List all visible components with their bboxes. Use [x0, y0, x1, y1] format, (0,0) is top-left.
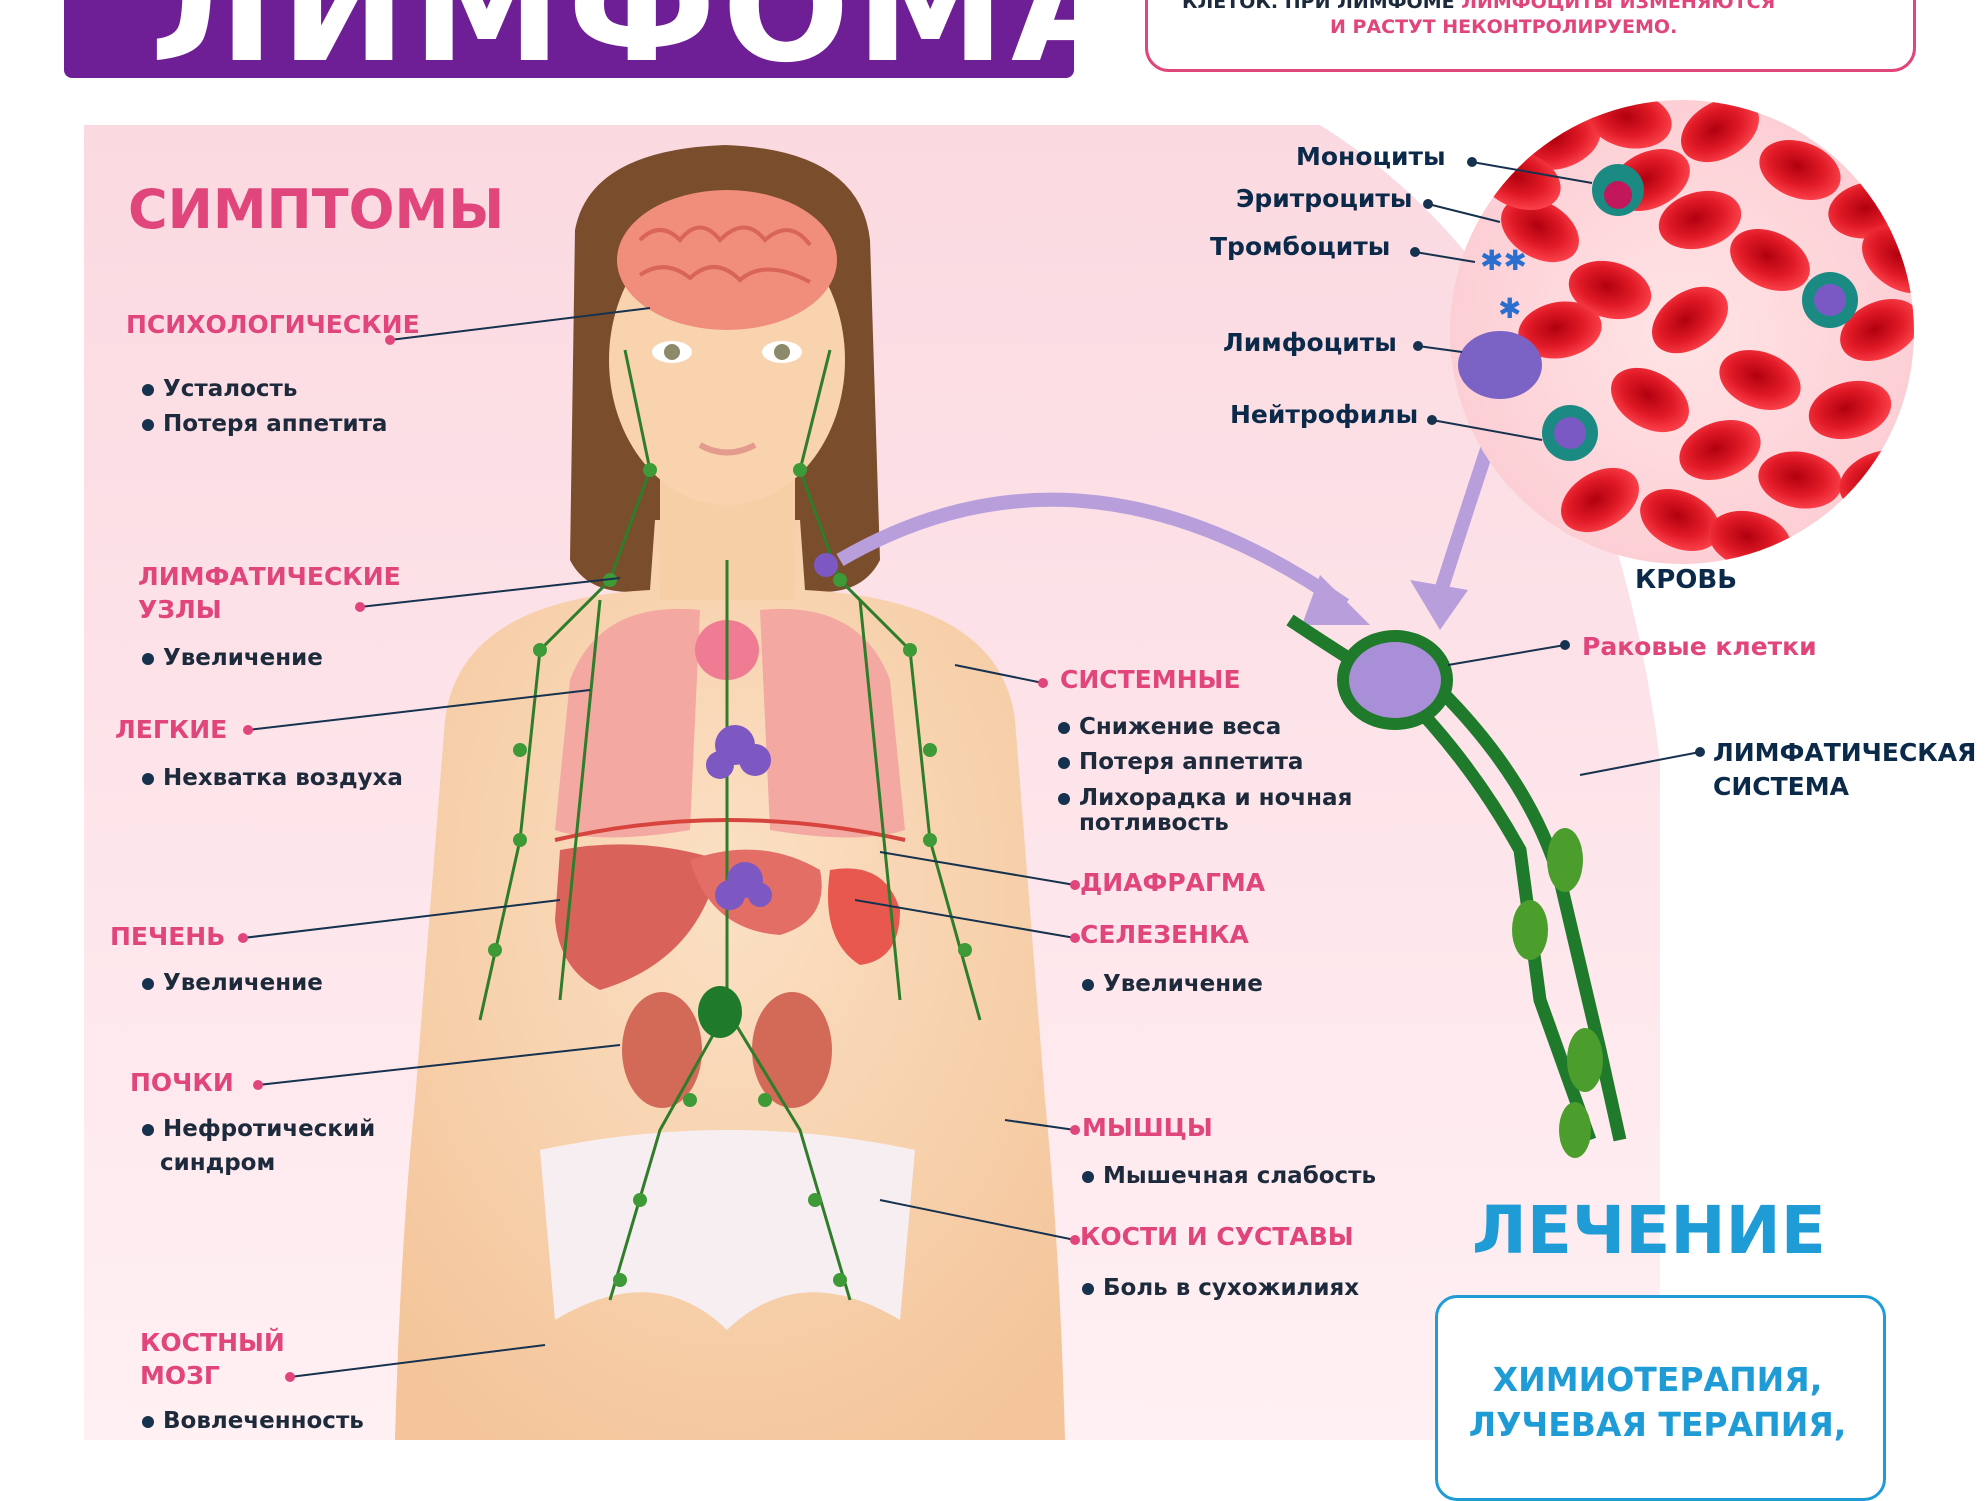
treatment-heading: ЛЕЧЕНИЕ — [1472, 1192, 1826, 1269]
female-body-illustration — [395, 145, 1065, 1440]
red-blood-cell — [1679, 420, 1761, 480]
treatment-line-1: ХИМИОТЕРАПИЯ, — [1492, 1360, 1823, 1399]
red-blood-cell — [1808, 380, 1892, 440]
red-blood-cell — [1561, 467, 1639, 533]
cell-erythrocytes: Эритроциты — [1236, 184, 1413, 213]
systemic-item-3: Лихорадка и ночная — [1058, 785, 1352, 811]
cell-monocytes: Моноциты — [1296, 142, 1446, 171]
systemic-item-1: Снижение веса — [1058, 714, 1281, 740]
red-blood-cell — [1611, 367, 1689, 433]
label-lymph-nodes-2: УЗЛЫ — [138, 595, 222, 624]
intro-box — [1145, 0, 1916, 72]
lymphoma-diagram: ✱✱ ✱ — [84, 100, 1914, 1440]
lungs-item-1: Нехватка воздуха — [142, 765, 403, 791]
cancer-cells-label: Раковые клетки — [1582, 632, 1817, 661]
lymphatic-system-label-2: СИСТЕМА — [1713, 772, 1849, 801]
liver-item-1: Увеличение — [142, 970, 323, 996]
intro-line-2: И РАСТУТ НЕКОНТРОЛИРУЕМО. — [1330, 16, 1678, 38]
red-blood-cell — [1730, 229, 1810, 291]
label-lungs: ЛЕГКИЕ — [115, 715, 228, 744]
label-spleen: СЕЛЕЗЕНКА — [1080, 920, 1249, 949]
intro-line-1: КЛЕТОК. ПРИ ЛИМФОМЕ ЛИМФОЦИТЫ ИЗМЕНЯЮТСЯ — [1182, 0, 1776, 13]
red-blood-cell — [1862, 226, 1914, 294]
label-liver: ПЕЧЕНЬ — [110, 922, 226, 951]
label-diaphragm: ДИАФРАГМА — [1080, 868, 1266, 897]
red-blood-cell — [1568, 260, 1652, 320]
lymph-nodes-item-1: Увеличение — [142, 645, 323, 671]
bone-marrow-item-1: Вовлеченность — [142, 1408, 364, 1434]
page-title: ЛИМФОМА — [150, 0, 1134, 96]
red-blood-cell — [1640, 489, 1720, 551]
symptoms-heading: СИМПТОМЫ — [128, 178, 505, 241]
systemic-item-4: потливость — [1079, 810, 1229, 836]
lymphatic-system-label-1: ЛИМФАТИЧЕСКАЯ — [1713, 738, 1977, 767]
red-blood-cell — [1518, 301, 1602, 359]
blood-label: КРОВЬ — [1635, 565, 1738, 595]
label-bone-marrow-1: КОСТНЫЙ — [140, 1328, 285, 1357]
cell-platelets: Тромбоциты — [1210, 232, 1391, 261]
bones-item-1: Боль в сухожилиях — [1082, 1275, 1359, 1301]
label-kidneys: ПОЧКИ — [130, 1068, 234, 1097]
label-lymph-nodes-1: ЛИМФАТИЧЕСКИЕ — [138, 562, 401, 591]
label-psychological: ПСИХОЛОГИЧЕСКИЕ — [126, 310, 420, 339]
treatment-line-2: ЛУЧЕВАЯ ТЕРАПИЯ, — [1468, 1405, 1847, 1444]
kidneys-item-1: Нефротический — [142, 1116, 375, 1142]
systemic-item-2: Потеря аппетита — [1058, 749, 1303, 775]
psych-item-2: Потеря аппетита — [142, 411, 387, 437]
cell-lymphocytes: Лимфоциты — [1223, 328, 1397, 357]
muscles-item-1: Мышечная слабость — [1082, 1163, 1376, 1189]
label-bones-joints: КОСТИ И СУСТАВЫ — [1080, 1222, 1354, 1251]
label-systemic: СИСТЕМНЫЕ — [1060, 665, 1241, 694]
label-muscles: МЫШЦЫ — [1082, 1113, 1213, 1142]
svg-text:✱✱: ✱✱ — [1480, 244, 1527, 277]
red-blood-cell — [1681, 100, 1759, 163]
red-blood-cell — [1501, 197, 1579, 263]
red-blood-cell — [1652, 286, 1728, 354]
lymphatic-system-illustration — [1286, 614, 1627, 1158]
red-blood-cell — [1658, 190, 1742, 250]
spleen-item-1: Увеличение — [1082, 971, 1263, 997]
psych-item-1: Усталость — [142, 376, 297, 402]
red-blood-cell — [1759, 140, 1841, 200]
red-blood-cell — [1840, 299, 1914, 361]
cell-neutrophils: Нейтрофилы — [1230, 400, 1419, 429]
red-blood-cell — [1758, 451, 1842, 509]
label-bone-marrow-2: МОЗГ — [140, 1361, 220, 1390]
kidneys-item-2: синдром — [160, 1150, 276, 1176]
title-banner — [64, 0, 1074, 78]
red-blood-cell — [1719, 350, 1801, 410]
svg-text:✱: ✱ — [1498, 292, 1521, 325]
